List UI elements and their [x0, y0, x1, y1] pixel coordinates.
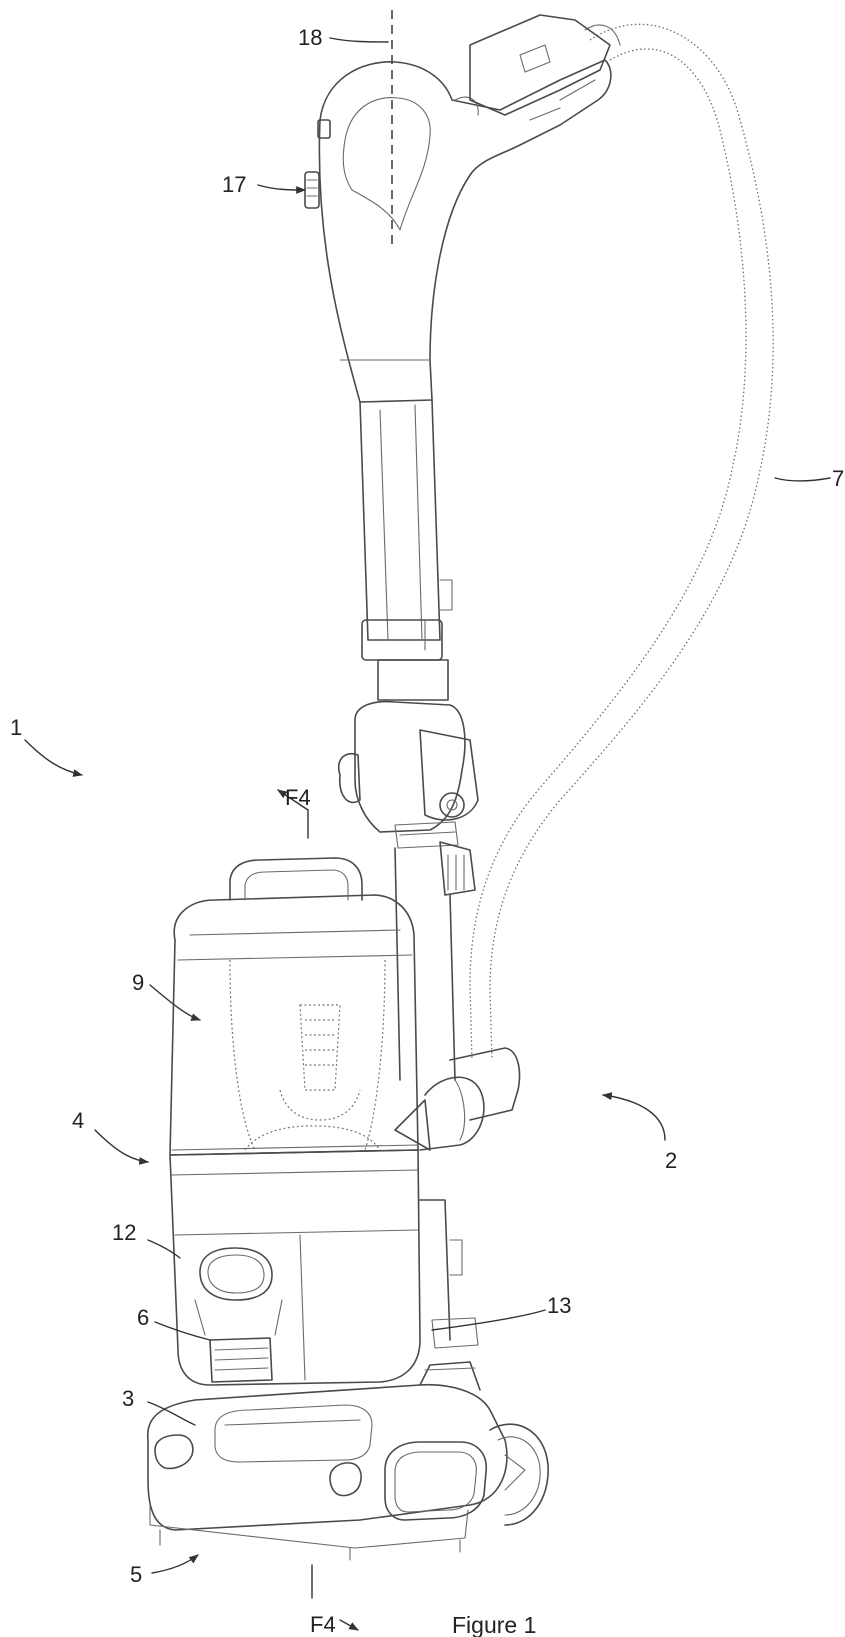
label-2: 2: [665, 1148, 677, 1173]
figure-caption: Figure 1: [452, 1612, 536, 1637]
leader-6: [154, 1321, 211, 1341]
leader-1: [24, 739, 83, 777]
label-1: 1: [10, 715, 22, 740]
label-5: 5: [130, 1562, 142, 1587]
label-f4-bottom: F4: [310, 1612, 336, 1637]
label-f4-top: F4: [285, 785, 311, 810]
hose-elbow-connector: [394, 1047, 521, 1151]
label-17: 17: [222, 172, 246, 197]
handle-assembly: [304, 14, 612, 403]
leader-17: [257, 184, 306, 194]
pivot-joint: [338, 700, 479, 1081]
section-arrow-f4-bottom: [339, 1619, 359, 1631]
flexible-hose: [469, 23, 774, 1061]
leader-3: [147, 1401, 196, 1426]
label-18: 18: [298, 25, 322, 50]
label-3: 3: [122, 1386, 134, 1411]
label-7: 7: [832, 466, 844, 491]
label-9: 9: [132, 970, 144, 995]
label-13: 13: [547, 1293, 571, 1318]
label-6: 6: [137, 1305, 149, 1330]
leader-13: [431, 1309, 546, 1331]
leader-18: [329, 37, 389, 43]
leader-4: [94, 1129, 149, 1165]
label-12: 12: [112, 1220, 136, 1245]
cleaner-head: [147, 1361, 549, 1561]
leader-7: [774, 477, 831, 482]
leader-5: [151, 1554, 199, 1574]
section-arrow-f4-top: [277, 789, 309, 811]
label-4: 4: [72, 1108, 84, 1133]
cyclone-bin: [169, 857, 419, 1156]
leader-9: [149, 984, 201, 1021]
leader-12: [147, 1239, 181, 1259]
leader-2: [602, 1092, 666, 1141]
wand-tube: [359, 399, 453, 701]
main-body: [169, 1149, 479, 1386]
